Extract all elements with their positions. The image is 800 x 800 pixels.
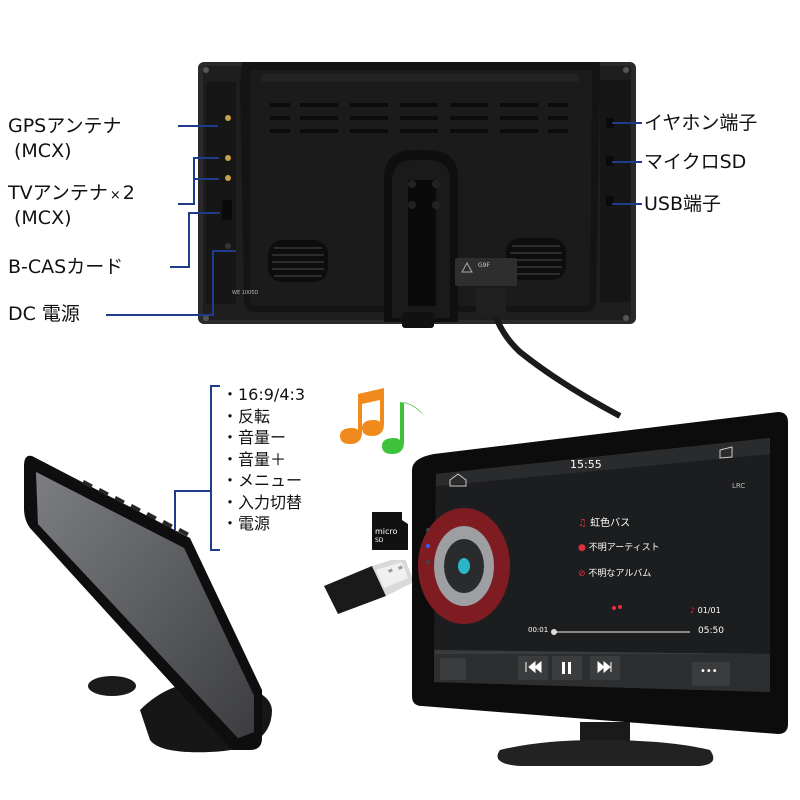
side-button-aspect: ・16:9/4:3 (222, 385, 306, 404)
usb-stick-icon (324, 560, 414, 614)
elapsed-time: 00:01 (528, 626, 549, 634)
side-button-input: ・入力切替 (222, 492, 303, 512)
bracket-vertical (210, 385, 212, 551)
label-tv-times: × (109, 188, 121, 203)
model-text: WE 1005D (232, 290, 259, 296)
leader-tv-h2 (178, 203, 195, 205)
side-monitor-photo (0, 420, 320, 800)
svg-text:SD: SD (375, 537, 384, 544)
label-gps-line2: (MCX) (14, 140, 72, 162)
side-button-vol-up: ・音量＋ (222, 449, 287, 469)
leader-earphone (612, 122, 642, 124)
more-button[interactable]: ••• (700, 666, 718, 677)
bracket-top (210, 385, 220, 387)
side-button-menu: ・メニュー (222, 471, 303, 490)
microsd-card-icon: micro SD (372, 512, 408, 550)
track-note-icon: ♪ (690, 606, 696, 615)
side-button-list: ・16:9/4:3 ・反転 ・音量ー ・音量＋ ・メニュー ・入力切替 ・電源 (222, 384, 305, 535)
label-bcas: B-CASカード (8, 256, 124, 278)
warning-text: G9F (478, 262, 490, 269)
leader-dc-h1 (212, 250, 236, 252)
bracket-bottom (210, 549, 220, 551)
artist-text: 不明アーティスト (588, 543, 660, 553)
person-icon: ● (578, 543, 586, 553)
song-title-text: 虹色バス (590, 518, 631, 529)
label-tv-line2: (MCX) (14, 207, 72, 229)
leader-dc-v (212, 250, 214, 316)
front-monitor: 15:55 LRC ♫ 虹色バス ● 不明アーティスト ⊘ 不明なアルバム ♪ … (400, 400, 800, 800)
track-count: ♪ 01/01 (690, 606, 721, 615)
leader-bcas-h2 (170, 266, 190, 268)
leader-dc-h2 (106, 314, 214, 316)
side-button-power: ・電源 (222, 514, 271, 533)
side-button-flip: ・反転 (222, 406, 271, 426)
song-title: ♫ 虹色バス (578, 514, 630, 529)
label-gps-line1: GPSアンテナ (8, 115, 122, 137)
label-tv-count: 2 (122, 182, 135, 204)
artist: ● 不明アーティスト (578, 540, 660, 553)
leader-usb (612, 203, 642, 205)
label-usb: USB端子 (644, 193, 722, 215)
album-text: 不明なアルバム (588, 569, 652, 579)
back-panel-photo: WE 1005D G9F (198, 62, 636, 419)
music-note-icon (340, 388, 424, 454)
status-time: 15:55 (570, 458, 602, 471)
duration-time: 05:50 (698, 626, 724, 636)
side-button-vol-down: ・音量ー (222, 428, 287, 447)
svg-text:micro: micro (375, 527, 398, 536)
label-earphone: イヤホン端子 (644, 112, 758, 134)
track-count-text: 01/01 (697, 606, 721, 615)
bracket-pointer (174, 490, 212, 492)
leader-bcas-v (188, 212, 190, 268)
leader-microsd (612, 161, 642, 163)
bracket-pointer-v (174, 490, 176, 530)
lrc-button[interactable]: LRC (732, 482, 746, 490)
leader-tv-h3 (193, 178, 219, 180)
label-tv-name: TVアンテナ (8, 182, 108, 204)
label-tv-line1: TVアンテナ×2 (8, 182, 135, 207)
label-microsd: マイクロSD (644, 151, 747, 173)
leader-tv-v (193, 157, 195, 205)
music-note-small-icon: ♫ (578, 518, 587, 529)
album: ⊘ 不明なアルバム (578, 566, 651, 579)
leader-bcas-h1 (188, 212, 220, 214)
disc-icon: ⊘ (578, 569, 586, 579)
leader-tv-h1 (193, 157, 219, 159)
label-dc: DC 電源 (8, 303, 80, 325)
leader-gps (178, 125, 218, 127)
